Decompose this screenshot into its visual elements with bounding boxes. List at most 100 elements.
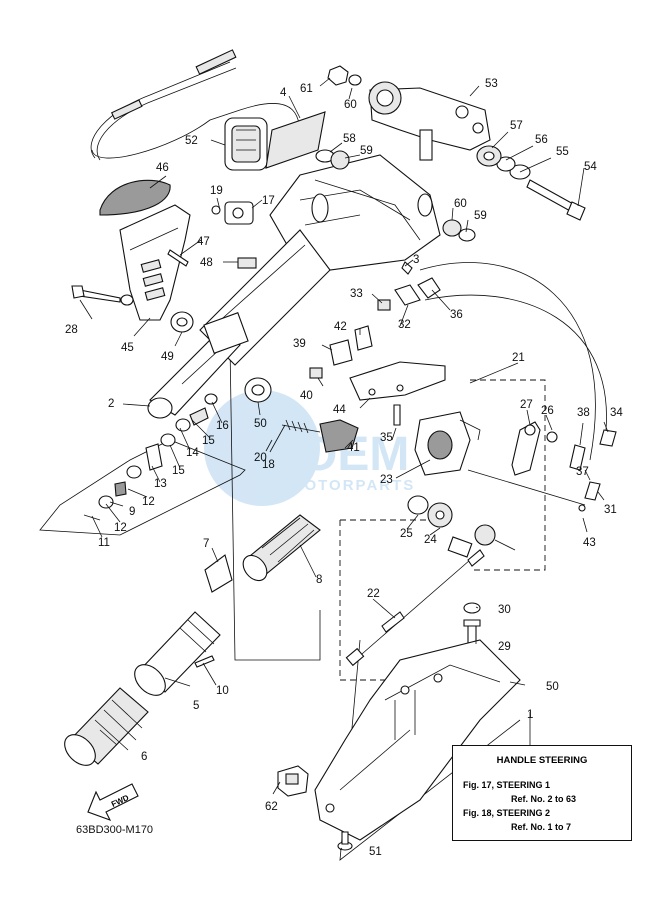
callout-44: 43 (583, 537, 596, 549)
screw-36 (393, 404, 401, 426)
callout-1: 1 (527, 709, 533, 721)
bracket-plate-45 (349, 361, 446, 401)
info-box-title: HANDLE STEERING (496, 755, 588, 766)
shift-rod-22 (345, 549, 485, 667)
shift-mechanism-23 (414, 411, 481, 476)
grip-7 (204, 554, 233, 593)
callout-34: 33 (350, 288, 363, 300)
callout-54: 53 (485, 78, 498, 90)
callout-26: 26 (541, 405, 554, 417)
callout-24: 24 (424, 534, 437, 546)
screw-48 (167, 249, 189, 267)
callout-10: 10 (216, 685, 229, 697)
callout-51: 50 (546, 681, 559, 693)
pivot-bolt-set (476, 145, 586, 221)
callout-43: 42 (334, 321, 347, 333)
grommet-53 (224, 117, 268, 171)
cable-brackets (309, 261, 441, 379)
callout-6: 6 (141, 751, 147, 763)
callout-18: 18 (262, 459, 275, 471)
handle-46 (119, 204, 191, 321)
callout-52: 51 (369, 846, 382, 858)
screw-10 (194, 655, 215, 668)
callout-47: 46 (156, 162, 169, 174)
callout-63: 62 (265, 801, 278, 813)
info-box-line1: Fig. 17, STEERING 1 (463, 780, 551, 790)
throttle-shift-cables (90, 49, 301, 161)
watermark-sub: MOTORPARTS (290, 477, 415, 494)
callout-11: 11 (98, 537, 110, 549)
callout-12b: 12 (114, 522, 127, 534)
ring-25 (407, 495, 429, 515)
callout-57: 56 (535, 134, 548, 146)
leader-lines (79, 77, 609, 851)
callout-56: 55 (556, 146, 569, 158)
callout-20: 20 (254, 452, 267, 464)
throttle-grip-5 (134, 611, 221, 696)
watermark: OEM MOTORPARTS (204, 390, 415, 506)
callout-59b: 59 (474, 210, 487, 222)
callout-53: 52 (185, 135, 198, 147)
info-box-line2: Ref. No. 2 to 63 (511, 794, 577, 804)
grip-8 (242, 514, 321, 582)
callout-38: 37 (576, 466, 589, 478)
callout-22: 22 (367, 588, 380, 600)
callout-3: 3 (413, 254, 419, 266)
handle-cap-47 (99, 179, 171, 216)
nut-61-62 (327, 65, 362, 86)
callout-15a: 15 (172, 465, 185, 477)
info-box-line4: Ref. No. 1 to 7 (511, 822, 572, 832)
swivel-bracket-54 (368, 81, 491, 161)
callout-21: 21 (512, 352, 525, 364)
callout-35: 34 (610, 407, 623, 419)
callout-42: 41 (347, 442, 360, 454)
washer-31 (463, 602, 481, 614)
switch-63 (277, 765, 309, 797)
cable-ends (419, 262, 617, 512)
callout-50a: 49 (161, 351, 174, 363)
fwd-arrow-icon: FWD (87, 783, 139, 821)
callout-41: 40 (300, 390, 313, 402)
callout-49: 48 (200, 257, 213, 269)
callout-14: 14 (186, 447, 199, 459)
callout-8: 8 (316, 574, 322, 586)
callout-2: 2 (108, 398, 114, 410)
bolt-28 (71, 285, 134, 306)
bushing-50-b (244, 377, 272, 403)
callout-32: 31 (604, 504, 617, 516)
small-parts-9-16 (83, 393, 218, 521)
diagram-code: 63BD300-M170 (76, 824, 154, 836)
callout-39: 38 (577, 407, 590, 419)
bushing-50-a (170, 311, 194, 333)
callout-58: 57 (510, 120, 523, 132)
callout-36: 35 (380, 432, 393, 444)
bottom-cover-51 (314, 639, 521, 841)
grip-cover-6 (64, 687, 149, 766)
plate-49 (237, 257, 257, 269)
callout-40: 39 (293, 338, 306, 350)
gear-24 (427, 502, 453, 528)
callout-61: 60 (344, 99, 357, 111)
bushings-59-60 (315, 149, 476, 242)
callout-19: 19 (210, 185, 223, 197)
info-box-line3: Fig. 18, STEERING 2 (463, 808, 551, 818)
callout-50b: 50 (254, 418, 267, 430)
callout-60b: 60 (454, 198, 467, 210)
callout-48: 47 (197, 236, 210, 248)
clamp-17 (211, 201, 254, 225)
callout-31: 30 (498, 604, 511, 616)
callout-13: 13 (154, 478, 167, 490)
callout-9: 9 (129, 506, 135, 518)
link-27 (511, 421, 558, 476)
gear-assembly (447, 524, 516, 558)
callout-16: 16 (216, 420, 229, 432)
callout-7: 7 (203, 538, 209, 550)
callout-15b: 15 (202, 435, 215, 447)
callout-27: 27 (520, 399, 533, 411)
label-4 (265, 111, 326, 169)
bolt-30 (463, 619, 481, 646)
callout-5: 5 (193, 700, 199, 712)
callout-23: 23 (380, 474, 393, 486)
callout-17: 17 (262, 195, 275, 207)
